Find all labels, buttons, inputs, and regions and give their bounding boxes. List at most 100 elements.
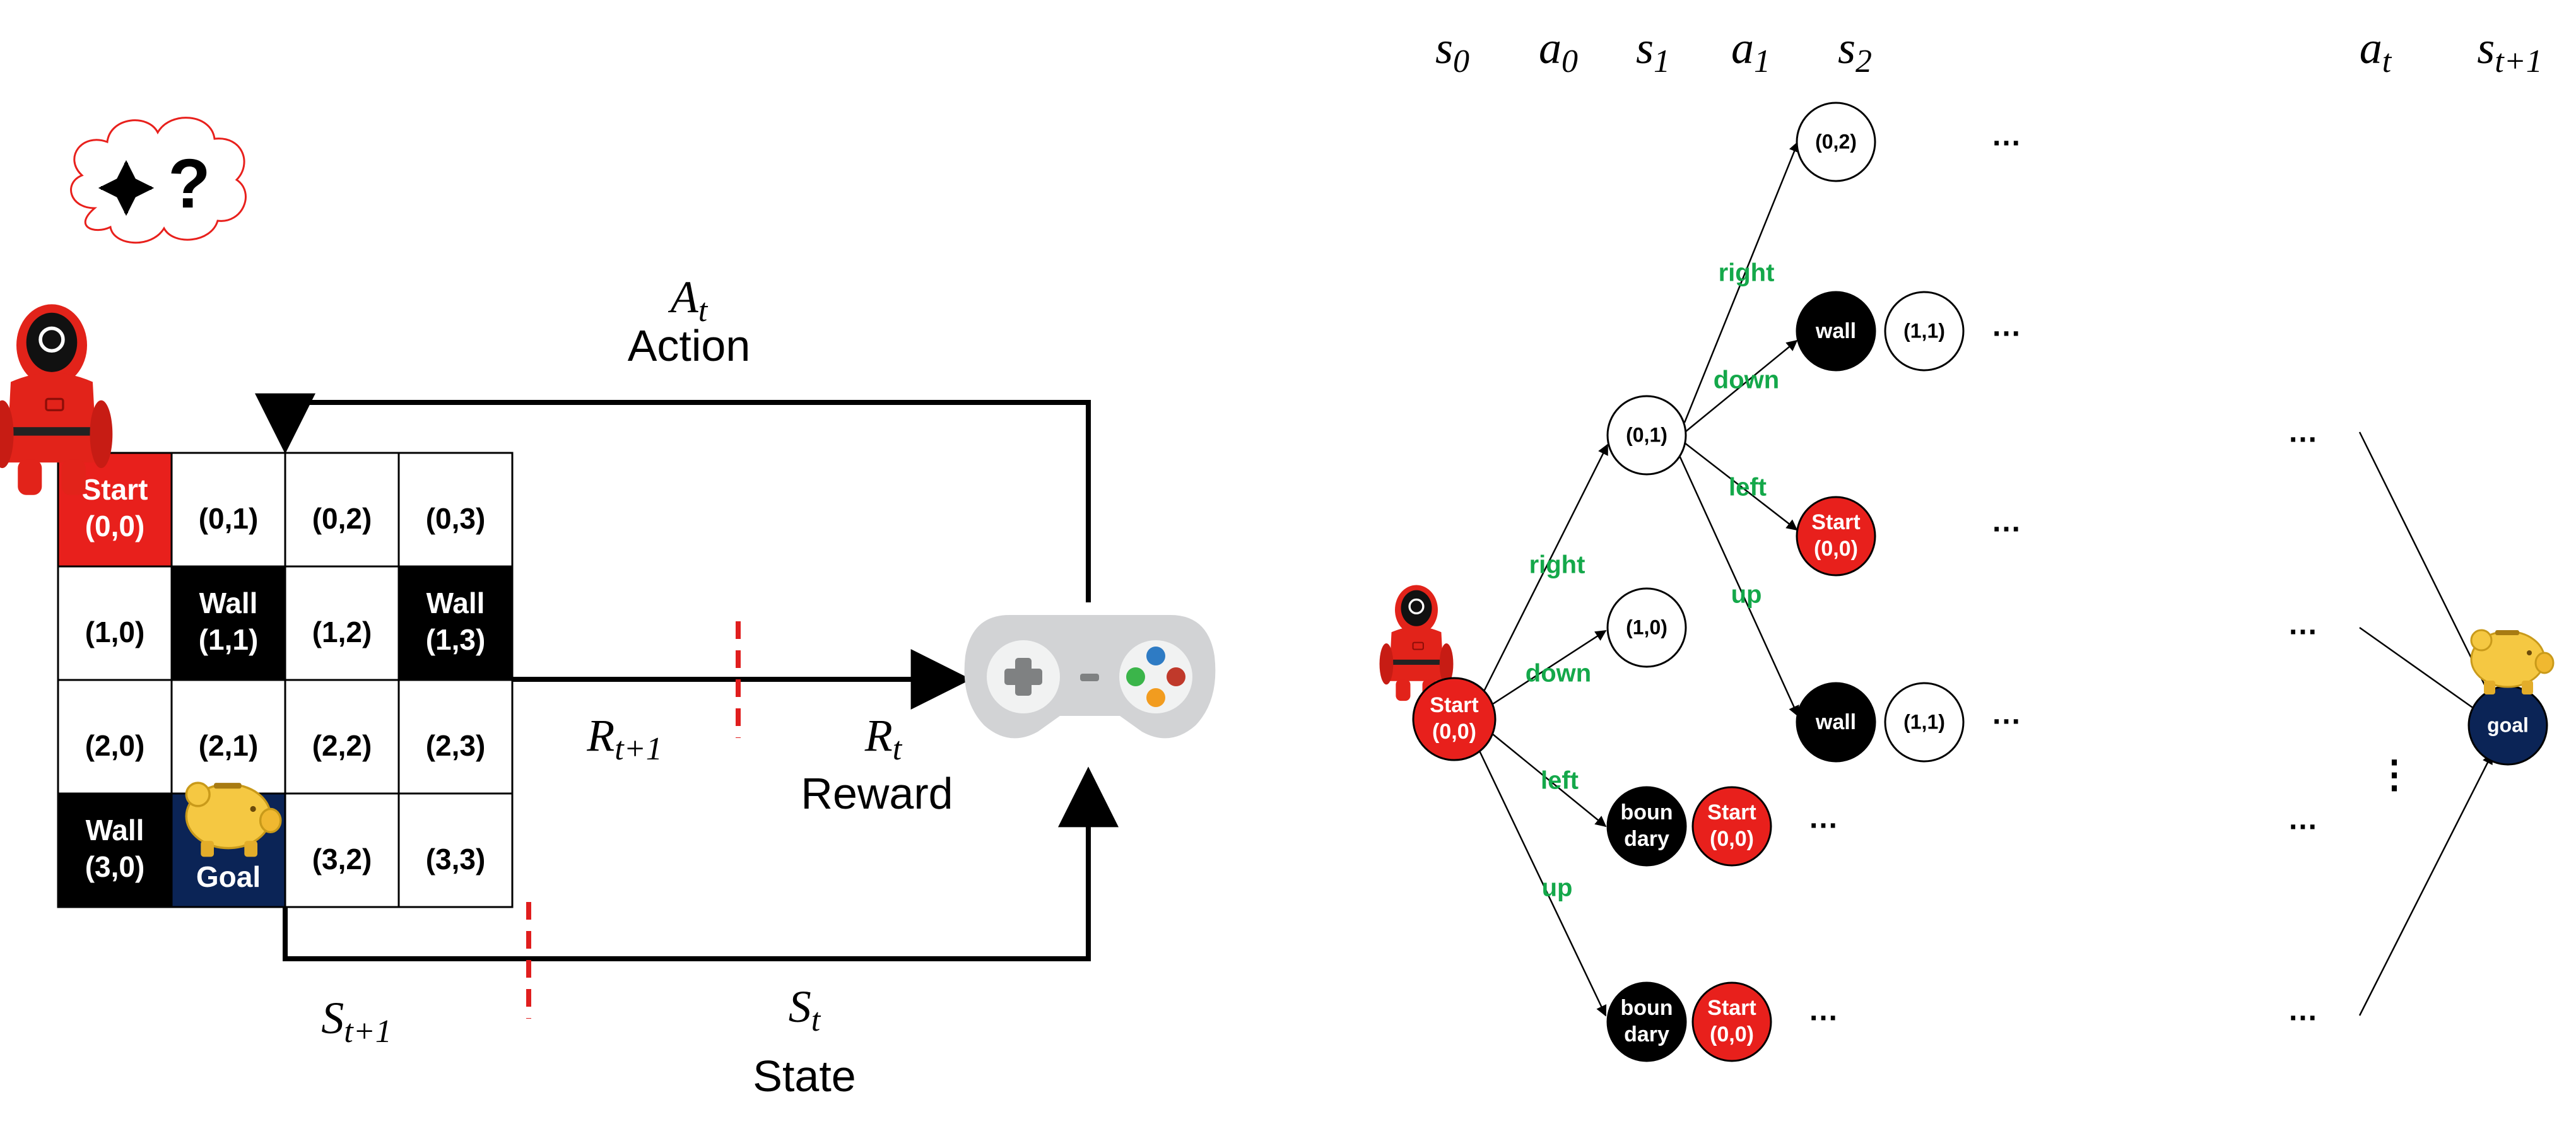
tree-node-start-from-s01: Start (0,0) [1796, 496, 1876, 577]
svg-text:(0,2): (0,2) [1815, 130, 1857, 153]
svg-text:a1: a1 [1731, 23, 1770, 79]
action-label-root-right: right [1529, 551, 1585, 579]
grid-cell-1-3: Wall(1,3) [397, 565, 514, 681]
svg-text:St: St [789, 981, 821, 1038]
ellipsis-0-2: … [1991, 119, 2021, 153]
edge-s01-left [1684, 442, 1798, 531]
grid-cell-2-1: (2,1) [170, 679, 286, 795]
state-arrow [283, 766, 1119, 961]
svg-text:wall: wall [1815, 710, 1856, 734]
tree-header-1: a0 [1539, 23, 1578, 79]
edge-s01-up [1677, 452, 1799, 717]
reward-label: Reward [801, 769, 953, 818]
svg-text:(2,0): (2,0) [85, 729, 145, 762]
grid-cell-2-2: (2,2) [284, 679, 400, 795]
ellipsis-far-4: … [2288, 994, 2318, 1028]
tree-node-start-up: Start(0,0) [1691, 981, 1772, 1062]
svg-text:(1,3): (1,3) [426, 623, 486, 656]
svg-text:(0,0): (0,0) [1710, 1022, 1754, 1046]
edge-root-down [1488, 629, 1607, 708]
edge-root-left [1485, 728, 1607, 828]
svg-text:(1,0): (1,0) [85, 616, 145, 648]
grid-cell-1-2: (1,2) [284, 565, 400, 681]
thought-cloud-icon: ? [70, 117, 247, 244]
svg-text:(3,2): (3,2) [312, 843, 372, 875]
tree-header-6: st+1 [2477, 23, 2543, 79]
grid-cell-3-2: (3,2) [284, 792, 400, 908]
tree-node-1-1-up: (1,1) [1884, 682, 1965, 763]
svg-text:(2,3): (2,3) [426, 729, 486, 762]
svg-text:Start: Start [1811, 510, 1860, 534]
svg-text:(0,1): (0,1) [1626, 423, 1667, 446]
grid-cell-0-1: (0,1) [170, 452, 286, 568]
tree-node-goal: goal [2467, 685, 2548, 766]
ellipsis-1-1-down: … [1991, 310, 2021, 343]
svg-text:Rt+1: Rt+1 [586, 710, 662, 767]
svg-text:(1,0): (1,0) [1626, 616, 1667, 638]
tree-node-start-left: Start(0,0) [1691, 786, 1772, 867]
action-label-root-left: left [1541, 767, 1579, 795]
tree-header-0: s0 [1435, 23, 1469, 79]
edge-root-up [1475, 744, 1607, 1017]
tree-node-root-start: Start(0,0) [1412, 677, 1497, 761]
tree-node-0-2: (0,2) [1796, 102, 1876, 182]
tree-node-1-0: (1,0) [1606, 587, 1687, 668]
ellipsis-far-1: … [2288, 416, 2318, 449]
svg-text:a0: a0 [1539, 23, 1578, 79]
ellipsis-far-3: … [2288, 803, 2318, 836]
svg-text:Start: Start [1707, 996, 1756, 1020]
svg-text:(0,0): (0,0) [1814, 537, 1858, 561]
svg-text:(1,1): (1,1) [1903, 319, 1945, 342]
svg-text:Start: Start [82, 473, 148, 506]
svg-text:st+1: st+1 [2477, 23, 2543, 79]
action-label: Action [628, 321, 751, 370]
ellipsis-start-up: … [1808, 994, 1838, 1028]
svg-text:s0: s0 [1435, 23, 1469, 79]
svg-text:(2,1): (2,1) [199, 729, 259, 762]
svg-text:(2,2): (2,2) [312, 729, 372, 762]
tree-header-4: s2 [1838, 23, 1872, 79]
state-next-symbol: St+1 [321, 993, 392, 1050]
ellipsis-far-2: … [2288, 608, 2318, 641]
svg-text:s2: s2 [1838, 23, 1872, 79]
svg-text:St+1: St+1 [321, 993, 392, 1050]
tree-node-wall-up: wall [1796, 682, 1876, 763]
action-label-root-down: down [1526, 660, 1591, 688]
tree-header-2: s1 [1636, 23, 1670, 79]
grid-cell-0-3: (0,3) [397, 452, 514, 568]
reward-next-symbol: Rt+1 [586, 710, 662, 767]
action-arrow [255, 393, 1091, 602]
svg-text:(1,2): (1,2) [312, 616, 372, 648]
svg-text:boun: boun [1620, 800, 1673, 824]
ellipsis-start-left: … [1808, 802, 1838, 835]
svg-text:(0,2): (0,2) [312, 502, 372, 535]
edge-to-goal-2 [2359, 626, 2484, 716]
grid-cell-3-3: (3,3) [397, 792, 514, 908]
svg-text:(3,0): (3,0) [85, 850, 145, 883]
action-label-s01-up: up [1731, 581, 1762, 609]
svg-text:(3,3): (3,3) [426, 843, 486, 875]
svg-text:Wall: Wall [86, 814, 144, 846]
svg-text:(0,1): (0,1) [199, 502, 259, 535]
action-label-s01-right: right [1719, 259, 1775, 287]
grid-cell-1-1: Wall(1,1) [170, 565, 286, 681]
grid-cell-0-0: Start(0,0) [57, 452, 173, 568]
tree-node-1-1-down: (1,1) [1884, 291, 1965, 372]
ellipsis-1-1-up: … [1991, 698, 2021, 731]
svg-text:Wall: Wall [199, 587, 258, 619]
svg-text:At: At [668, 272, 709, 329]
svg-text:Goal: Goal [196, 860, 261, 893]
svg-text:boun: boun [1620, 996, 1673, 1020]
svg-text:at: at [2360, 23, 2392, 79]
tree-node-wall-down: wall [1796, 291, 1876, 372]
svg-text:(0,0): (0,0) [1710, 827, 1754, 851]
grid-cell-3-0: Wall (3,0) [57, 792, 173, 908]
action-symbol: At [668, 272, 709, 329]
svg-text:(0,3): (0,3) [426, 502, 486, 535]
state-symbol: St [789, 981, 821, 1038]
action-label-root-up: up [1542, 874, 1573, 902]
state-label: State [753, 1051, 856, 1101]
edge-s01-down [1685, 339, 1798, 432]
